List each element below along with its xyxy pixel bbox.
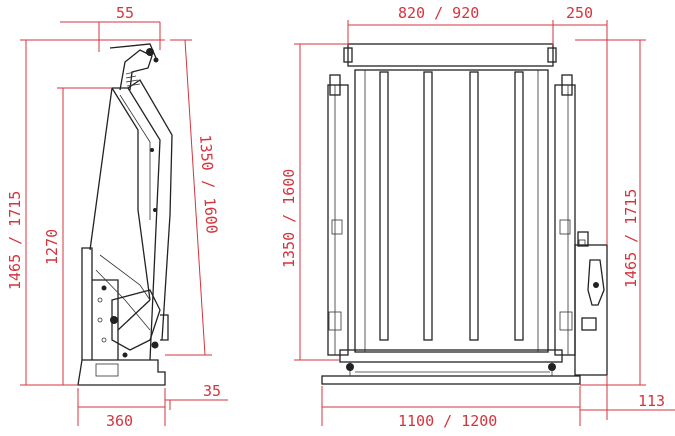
front-dim-total-width: 1100 / 1200 [321,386,581,430]
side-dim-1270-label: 1270 [43,229,61,265]
side-view-machine [77,43,173,386]
front-dim-total-height-label: 1465 / 1715 [622,189,640,288]
front-dim-platform-width: 820 / 920 [347,4,554,45]
front-dim-platform-width-label: 820 / 920 [398,4,479,22]
side-view: 55 1465 / 1715 1270 1350 / 1600 360 [6,4,228,430]
side-dim-1270: 1270 [43,87,112,385]
front-dim-platform-height: 1350 / 1600 [280,43,348,361]
front-dim-total-height: 1465 / 1715 [575,39,646,386]
side-dim-360-label: 360 [106,412,133,430]
side-dim-55-label: 55 [116,4,134,22]
front-dim-platform-height-label: 1350 / 1600 [280,169,298,268]
side-dim-360: 360 [77,388,166,430]
side-dim-35-label: 35 [203,382,221,400]
side-dim-35: 35 [165,382,228,410]
side-dim-total-height: 1465 / 1715 [6,39,165,386]
front-dim-250: 250 [553,4,608,245]
front-dim-113-label: 113 [638,392,665,410]
side-dim-total-height-label: 1465 / 1715 [6,191,24,290]
front-dim-total-width-label: 1100 / 1200 [398,412,497,430]
front-dim-250-label: 250 [566,4,593,22]
side-dim-55: 55 [60,4,161,52]
front-dim-113: 113 [580,375,675,420]
front-view-machine [321,43,608,385]
front-view: 820 / 920 250 1350 / 1600 1465 / 1715 [280,4,675,430]
side-dim-diagonal-label: 1350 / 1600 [196,134,221,234]
side-dim-diagonal: 1350 / 1600 [165,39,221,356]
